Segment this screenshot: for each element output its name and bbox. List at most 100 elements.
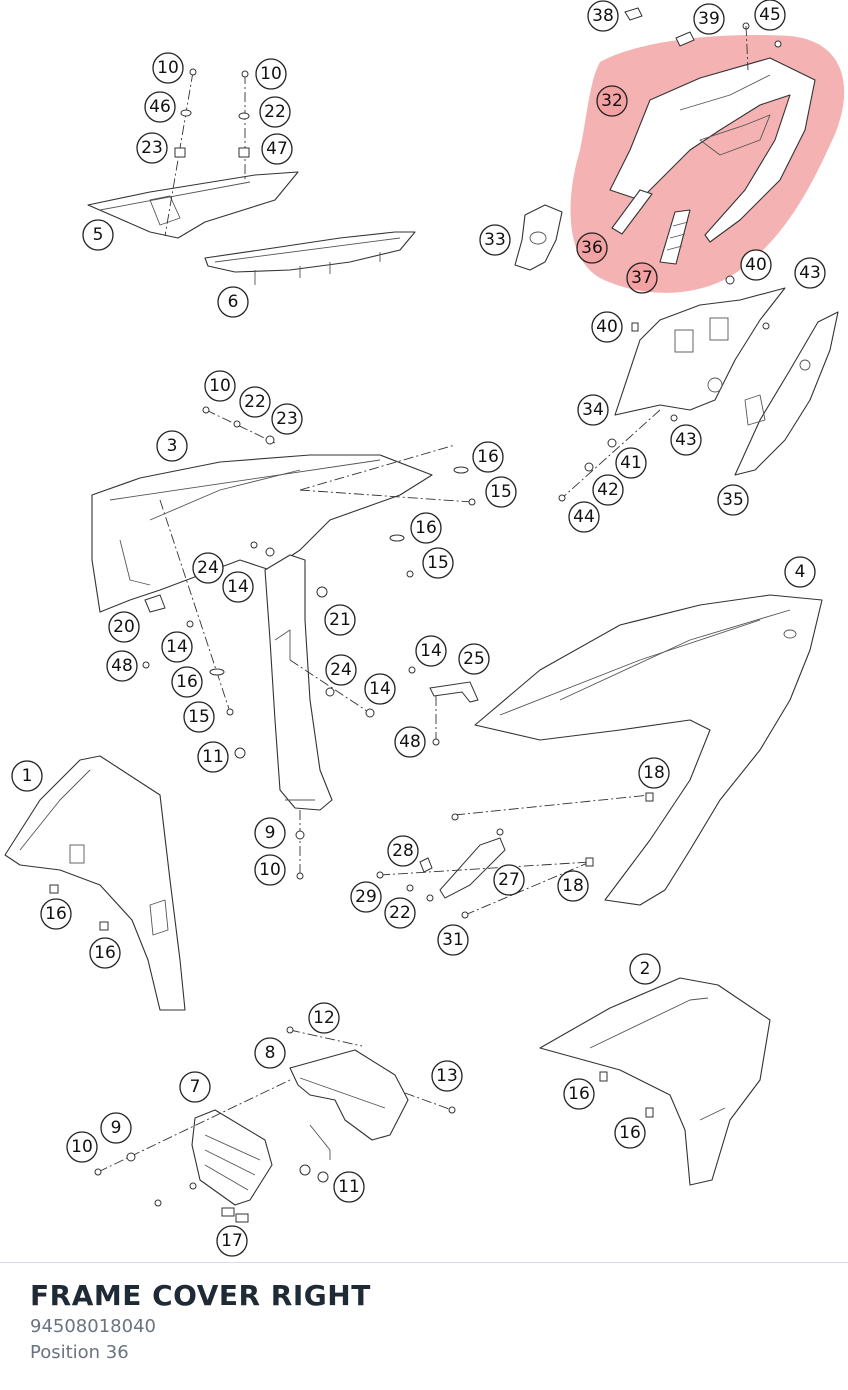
callout-31[interactable]: 31 bbox=[437, 924, 469, 956]
callout-16[interactable]: 16 bbox=[171, 666, 203, 698]
callout-number: 32 bbox=[601, 91, 623, 111]
callout-21[interactable]: 21 bbox=[324, 604, 356, 636]
callout-32[interactable]: 32 bbox=[596, 85, 628, 117]
callout-11[interactable]: 11 bbox=[197, 741, 229, 773]
callout-18[interactable]: 18 bbox=[638, 757, 670, 789]
hardware-bottom bbox=[94, 1026, 456, 1223]
callout-28[interactable]: 28 bbox=[387, 835, 419, 867]
part-4-side-fairing[interactable] bbox=[474, 594, 823, 906]
callout-25[interactable]: 25 bbox=[458, 643, 490, 675]
callout-14[interactable]: 14 bbox=[415, 635, 447, 667]
callout-15[interactable]: 15 bbox=[485, 476, 517, 508]
part-2-lower-cover[interactable] bbox=[539, 977, 771, 1186]
callout-10[interactable]: 10 bbox=[254, 854, 286, 886]
callout-14[interactable]: 14 bbox=[222, 571, 254, 603]
callout-number: 45 bbox=[759, 5, 781, 25]
divider bbox=[0, 1262, 848, 1263]
callout-23[interactable]: 23 bbox=[271, 403, 303, 435]
callout-number: 37 bbox=[631, 268, 653, 288]
callout-24[interactable]: 24 bbox=[325, 654, 357, 686]
callout-number: 16 bbox=[477, 447, 499, 467]
callout-10[interactable]: 10 bbox=[152, 52, 184, 84]
callout-23[interactable]: 23 bbox=[136, 132, 168, 164]
callout-14[interactable]: 14 bbox=[364, 673, 396, 705]
callout-5[interactable]: 5 bbox=[82, 219, 114, 251]
callout-16[interactable]: 16 bbox=[89, 937, 121, 969]
callout-42[interactable]: 42 bbox=[592, 474, 624, 506]
callout-43[interactable]: 43 bbox=[794, 257, 826, 289]
callout-14[interactable]: 14 bbox=[161, 631, 193, 663]
callout-7[interactable]: 7 bbox=[179, 1071, 211, 1103]
callout-48[interactable]: 48 bbox=[106, 650, 138, 682]
callout-number: 10 bbox=[157, 58, 179, 78]
part-3-upper-frame-cover[interactable] bbox=[91, 454, 433, 613]
callout-17[interactable]: 17 bbox=[216, 1225, 248, 1257]
callout-29[interactable]: 29 bbox=[350, 881, 382, 913]
callout-8[interactable]: 8 bbox=[254, 1037, 286, 1069]
callout-22[interactable]: 22 bbox=[259, 96, 291, 128]
part-3-vertical-panel[interactable] bbox=[264, 554, 333, 811]
callout-1[interactable]: 1 bbox=[11, 760, 43, 792]
part-36-frame-cover-right[interactable] bbox=[611, 189, 653, 235]
callout-3[interactable]: 3 bbox=[156, 430, 188, 462]
callout-43[interactable]: 43 bbox=[670, 424, 702, 456]
callout-number: 42 bbox=[597, 480, 619, 500]
callout-33[interactable]: 33 bbox=[479, 224, 511, 256]
callout-number: 23 bbox=[141, 138, 163, 158]
callout-40[interactable]: 40 bbox=[740, 249, 772, 281]
callout-10[interactable]: 10 bbox=[204, 370, 236, 402]
part-34-side-cover[interactable] bbox=[614, 287, 786, 416]
part-35-side-cover[interactable] bbox=[734, 311, 839, 476]
callout-36[interactable]: 36 bbox=[576, 232, 608, 264]
callout-9[interactable]: 9 bbox=[254, 817, 286, 849]
callout-40[interactable]: 40 bbox=[591, 311, 623, 343]
callout-10[interactable]: 10 bbox=[66, 1131, 98, 1163]
part-6-lower-rail[interactable] bbox=[204, 231, 416, 285]
callout-16[interactable]: 16 bbox=[410, 512, 442, 544]
callout-12[interactable]: 12 bbox=[308, 1002, 340, 1034]
part-1-front-side-cover[interactable] bbox=[4, 755, 186, 1011]
callout-15[interactable]: 15 bbox=[183, 701, 215, 733]
callout-number: 16 bbox=[45, 904, 67, 924]
part-37-grille[interactable] bbox=[659, 209, 691, 265]
callout-11[interactable]: 11 bbox=[333, 1171, 365, 1203]
callout-4[interactable]: 4 bbox=[784, 556, 816, 588]
callout-22[interactable]: 22 bbox=[239, 386, 271, 418]
callout-16[interactable]: 16 bbox=[563, 1078, 595, 1110]
callout-35[interactable]: 35 bbox=[717, 484, 749, 516]
callout-9[interactable]: 9 bbox=[100, 1112, 132, 1144]
callout-39[interactable]: 39 bbox=[693, 3, 725, 35]
callout-41[interactable]: 41 bbox=[615, 447, 647, 479]
callout-13[interactable]: 13 bbox=[431, 1060, 463, 1092]
callout-number: 10 bbox=[259, 860, 281, 880]
callout-number: 14 bbox=[369, 679, 391, 699]
callout-number: 15 bbox=[188, 707, 210, 727]
part-5-lower-panel[interactable] bbox=[87, 171, 299, 239]
callout-16[interactable]: 16 bbox=[614, 1117, 646, 1149]
callout-34[interactable]: 34 bbox=[577, 394, 609, 426]
callout-27[interactable]: 27 bbox=[493, 864, 525, 896]
callout-number: 2 bbox=[640, 959, 651, 979]
callout-37[interactable]: 37 bbox=[626, 262, 658, 294]
part-7-grille[interactable] bbox=[191, 1109, 273, 1206]
callout-6[interactable]: 6 bbox=[217, 286, 249, 318]
callout-10[interactable]: 10 bbox=[255, 58, 287, 90]
callout-48[interactable]: 48 bbox=[394, 726, 426, 758]
callout-2[interactable]: 2 bbox=[629, 953, 661, 985]
callout-38[interactable]: 38 bbox=[587, 0, 619, 32]
callout-44[interactable]: 44 bbox=[568, 501, 600, 533]
callout-24[interactable]: 24 bbox=[192, 552, 224, 584]
callout-number: 9 bbox=[111, 1118, 122, 1138]
part-33-grab-bracket[interactable] bbox=[514, 204, 563, 271]
callout-20[interactable]: 20 bbox=[108, 611, 140, 643]
callout-47[interactable]: 47 bbox=[261, 133, 293, 165]
callout-16[interactable]: 16 bbox=[472, 441, 504, 473]
callout-46[interactable]: 46 bbox=[144, 91, 176, 123]
callout-16[interactable]: 16 bbox=[40, 898, 72, 930]
part-8-bracket[interactable] bbox=[289, 1049, 409, 1160]
callout-22[interactable]: 22 bbox=[384, 897, 416, 929]
callout-number: 11 bbox=[338, 1177, 360, 1197]
callout-15[interactable]: 15 bbox=[422, 547, 454, 579]
callout-18[interactable]: 18 bbox=[557, 870, 589, 902]
callout-45[interactable]: 45 bbox=[754, 0, 786, 31]
